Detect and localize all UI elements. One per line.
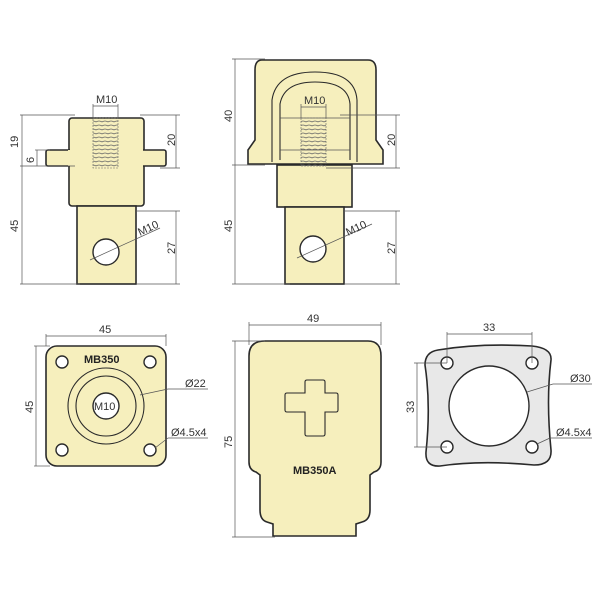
mount-holes: Ø4.5x4 <box>171 427 206 439</box>
thread-label: M10 <box>96 94 117 106</box>
mount-hole <box>525 440 539 454</box>
bore-diameter: Ø30 <box>570 373 591 385</box>
stud-hole <box>92 238 120 266</box>
mount-hole <box>143 443 157 457</box>
dim-thread-depth: 20 <box>386 134 398 146</box>
dim-body-height: 45 <box>223 220 235 232</box>
model-label: MB350 <box>84 354 119 366</box>
dim-width: 49 <box>307 313 319 325</box>
dim-body-height: 45 <box>9 220 21 232</box>
dim-hole-spacing-x: 33 <box>483 322 495 334</box>
dim-top-height: 19 <box>9 136 21 148</box>
dim-cap-height: 40 <box>223 110 235 122</box>
dim-thread-depth: 20 <box>166 134 178 146</box>
stud-hole <box>299 235 327 263</box>
boss-diameter: Ø22 <box>185 378 206 390</box>
dim-width: 45 <box>99 324 111 336</box>
thread-label: M10 <box>304 95 325 107</box>
dim-height: 45 <box>24 401 36 413</box>
side-view-mb350: M10 19 45 6 20 27 M10 <box>9 94 180 285</box>
cap-outline <box>248 340 382 537</box>
top-view-mb350: M10 MB350 45 45 Ø22 Ø4.5x4 <box>24 324 208 467</box>
mount-hole <box>143 355 157 369</box>
center-hole <box>92 392 120 420</box>
dim-height: 75 <box>223 436 235 448</box>
stud-thread-label: M10 <box>136 219 160 239</box>
model-label: MB350A <box>293 465 336 477</box>
dim-stud-length: 27 <box>166 242 178 254</box>
bore <box>448 365 530 447</box>
gasket-view: 33 33 Ø30 Ø4.5x4 <box>405 322 592 467</box>
side-view-mb350a: M10 40 45 20 27 M10 <box>223 58 400 285</box>
stud-thread-label: M10 <box>344 219 368 239</box>
body <box>276 164 353 208</box>
thread-icon <box>92 117 119 169</box>
dim-hole-spacing-y: 33 <box>405 401 417 413</box>
mount-hole <box>55 443 69 457</box>
center-label: M10 <box>94 401 115 413</box>
cross-icon <box>284 379 339 437</box>
dim-stud-length: 27 <box>386 242 398 254</box>
top-view-mb350a: MB350A 49 75 <box>223 313 382 538</box>
thread-icon <box>300 117 327 167</box>
dim-flange: 6 <box>25 157 37 163</box>
mount-holes: Ø4.5x4 <box>556 427 591 439</box>
mount-hole <box>55 355 69 369</box>
